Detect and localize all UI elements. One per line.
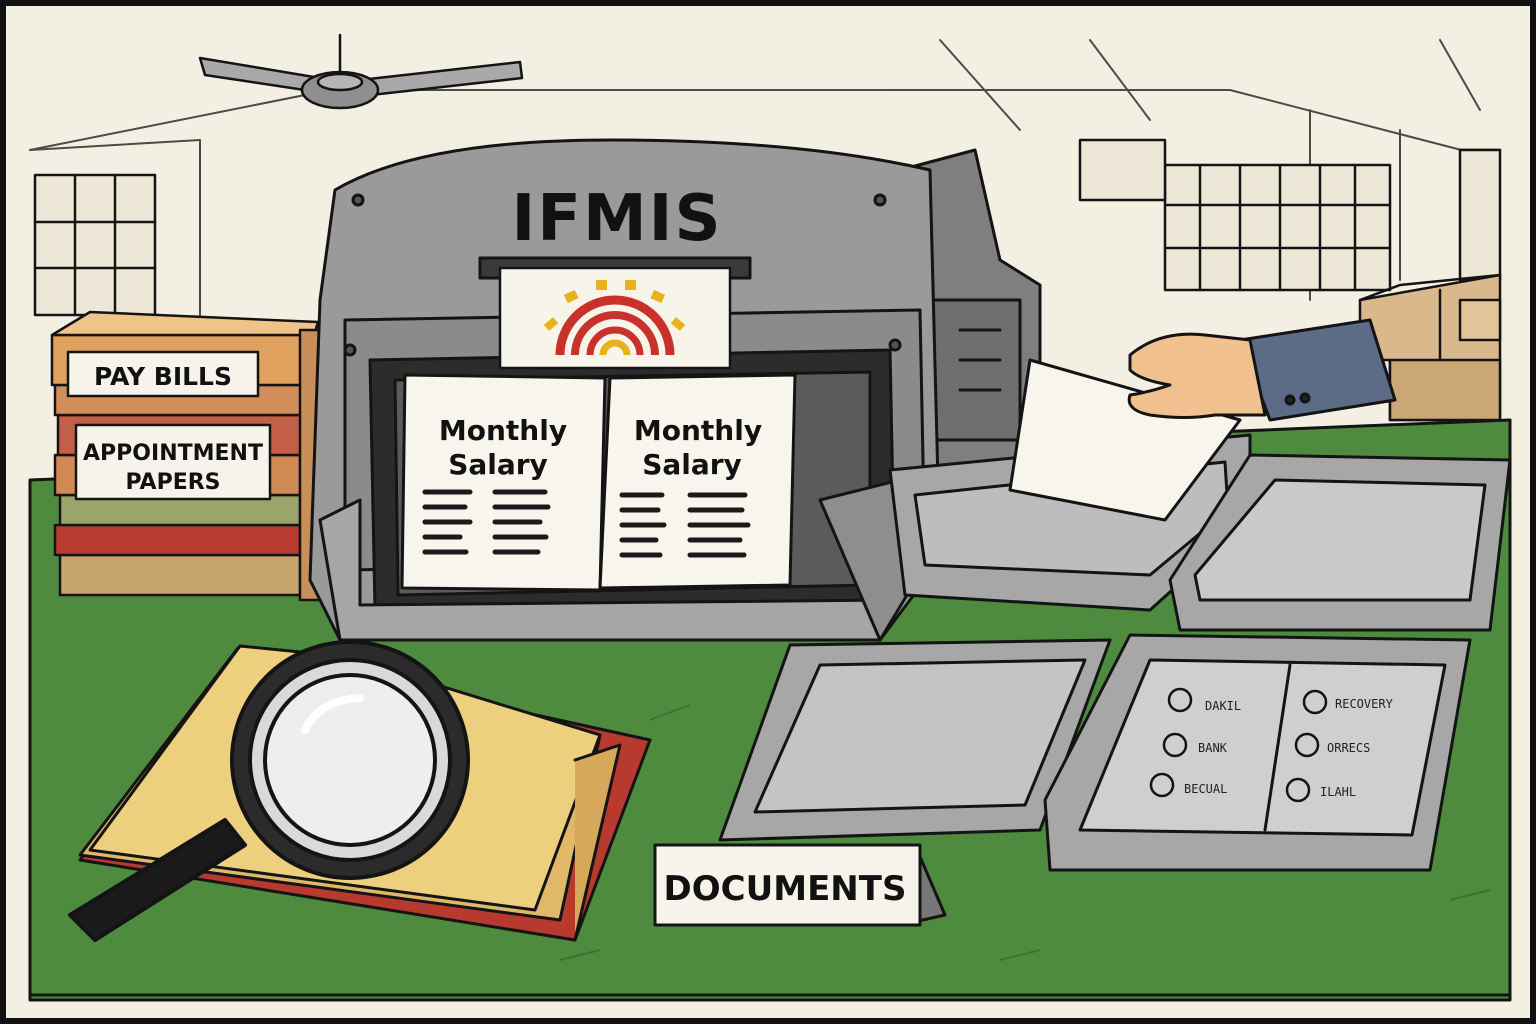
- left-window: [33, 173, 157, 317]
- ceiling-fan-icon: [198, 33, 524, 110]
- tray-back-right: [1168, 453, 1512, 632]
- cardboard-boxes: [1358, 273, 1502, 422]
- checklist-item-orrecs: ORRECS: [1327, 741, 1370, 755]
- checklist-item-ilahl: ILAHL: [1320, 785, 1356, 799]
- ifmis-brand-label: IFMIS: [511, 182, 722, 256]
- checklist-item-recovery: RECOVERY: [1335, 697, 1394, 711]
- pay-bills-label-plate: [66, 350, 260, 398]
- tray-front-left: [718, 638, 1112, 842]
- magnifying-glass-icon: [68, 640, 470, 942]
- logo-paper: [498, 266, 732, 370]
- salary-slip-right-title-line2: Salary: [642, 448, 742, 481]
- appointment-papers-label-line2: PAPERS: [125, 470, 220, 495]
- pay-bills-label: PAY BILLS: [94, 362, 232, 391]
- salary-slip-left-title-line1: Monthly: [439, 414, 567, 447]
- documents-sign-label: DOCUMENTS: [664, 869, 907, 909]
- checklist-item-bank: BANK: [1198, 741, 1228, 755]
- salary-slip-right-title-line1: Monthly: [634, 414, 762, 447]
- right-window: [1078, 138, 1502, 292]
- sun-logo-icon: [543, 280, 686, 356]
- documents-sign: [653, 843, 947, 927]
- tray-front-right-checklist: [1043, 633, 1472, 872]
- salary-slip-left: [400, 373, 607, 592]
- checklist-item-becual: BECUAL: [1184, 782, 1227, 796]
- appointment-papers-label-line1: APPOINTMENT: [83, 441, 263, 466]
- appointment-papers-label-plate: [74, 423, 272, 501]
- salary-slip-right: [598, 373, 797, 590]
- hand-icon: [1127, 318, 1397, 422]
- salary-slip-left-title-line2: Salary: [448, 448, 548, 481]
- checklist-item-dakil: DAKIL: [1205, 699, 1241, 713]
